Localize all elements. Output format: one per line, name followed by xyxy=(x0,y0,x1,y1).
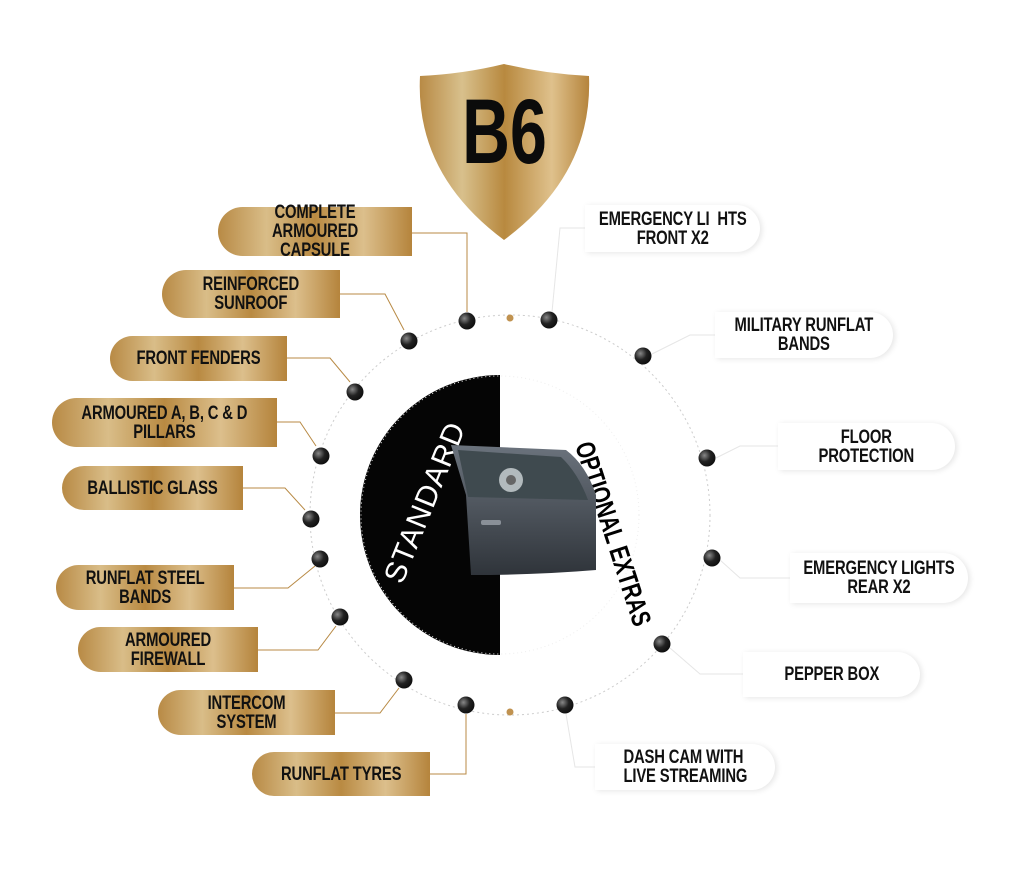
ring-dot xyxy=(312,447,330,465)
extra-label: EMERGENCY LI HTS FRONT X2 xyxy=(598,208,747,249)
connector-line xyxy=(430,714,467,775)
ring-dot xyxy=(540,311,558,329)
ring-dot xyxy=(457,696,475,714)
ring-dot xyxy=(458,312,476,330)
ring-dot xyxy=(331,608,349,626)
connector-line xyxy=(234,565,316,589)
ring-dot xyxy=(346,383,364,401)
connector-line xyxy=(258,625,337,651)
extra-label: EMERGENCY LIGHTS REAR X2 xyxy=(803,558,955,598)
ring-dot xyxy=(698,449,716,467)
shield-icon xyxy=(419,64,590,240)
ring-divider-dot xyxy=(506,314,514,322)
standard-feature-complete-armoured-capsule: COMPLETE ARMOURED CAPSULE xyxy=(218,203,412,260)
optional-extra-floor-protection: FLOOR PROTECTION xyxy=(778,423,955,470)
connector-line xyxy=(335,687,400,714)
ring-dot xyxy=(653,635,671,653)
ring-dot xyxy=(302,510,320,528)
ring-dot xyxy=(395,671,413,689)
feature-label: BALLISTIC GLASS xyxy=(87,477,218,499)
feature-label: ARMOURED A, B, C & D PILLARS xyxy=(81,402,248,443)
feature-label: FRONT FENDERS xyxy=(136,348,261,369)
optional-extra-pepper-box: PEPPER BOX xyxy=(743,652,920,697)
connector-line xyxy=(287,357,351,383)
extra-label: DASH CAM WITH LIVE STREAMING xyxy=(623,747,747,787)
optional-extra-dash-cam: DASH CAM WITH LIVE STREAMING xyxy=(595,744,775,790)
standard-feature-runflat-tyres: RUNFLAT TYRES xyxy=(252,752,430,796)
shield-badge: B6 xyxy=(418,64,591,240)
standard-half xyxy=(360,375,500,655)
optional-extra-emergency-lights-front: EMERGENCY LI HTS FRONT X2 xyxy=(585,205,760,252)
ring-dot xyxy=(703,549,721,567)
badge-label: B6 xyxy=(462,81,547,183)
extra-label: PEPPER BOX xyxy=(784,664,879,685)
ring-divider-dot xyxy=(506,708,514,716)
ring-dot xyxy=(400,332,418,350)
feature-label: INTERCOM SYSTEM xyxy=(207,692,286,733)
standard-feature-pillars: ARMOURED A, B, C & D PILLARS xyxy=(52,398,277,447)
standard-feature-intercom-system: INTERCOM SYSTEM xyxy=(158,690,335,735)
ring-dot xyxy=(311,550,329,568)
ring-dot xyxy=(556,696,574,714)
ring-dot xyxy=(634,347,652,365)
feature-label: ARMOURED FIREWALL xyxy=(124,629,212,670)
connector-line xyxy=(243,487,306,511)
connector-line xyxy=(412,232,468,312)
standard-feature-reinforced-sunroof: REINFORCED SUNROOF xyxy=(162,270,340,318)
standard-feature-runflat-steel-bands: RUNFLAT STEEL BANDS xyxy=(56,565,234,610)
extra-label: MILITARY RUNFLAT BANDS xyxy=(734,315,874,355)
car-door-image xyxy=(451,445,596,575)
standard-feature-ballistic-glass: BALLISTIC GLASS xyxy=(62,466,243,510)
optional-extra-emergency-lights-rear: EMERGENCY LIGHTS REAR X2 xyxy=(790,553,968,603)
connector-line xyxy=(277,421,317,447)
extra-label: FLOOR PROTECTION xyxy=(818,426,915,467)
feature-label: RUNFLAT STEEL BANDS xyxy=(85,567,205,608)
feature-label: REINFORCED SUNROOF xyxy=(202,274,300,314)
connector-line xyxy=(340,293,405,331)
standard-feature-armoured-firewall: ARMOURED FIREWALL xyxy=(78,627,258,672)
feature-label: COMPLETE ARMOURED CAPSULE xyxy=(271,202,359,261)
optional-extra-military-runflat-bands: MILITARY RUNFLAT BANDS xyxy=(715,312,893,358)
standard-feature-front-fenders: FRONT FENDERS xyxy=(110,336,287,381)
outer-ring xyxy=(309,314,711,716)
center-emblem: STANDARD OPTIONAL EXTRAS xyxy=(360,375,657,655)
feature-label: RUNFLAT TYRES xyxy=(280,763,402,785)
